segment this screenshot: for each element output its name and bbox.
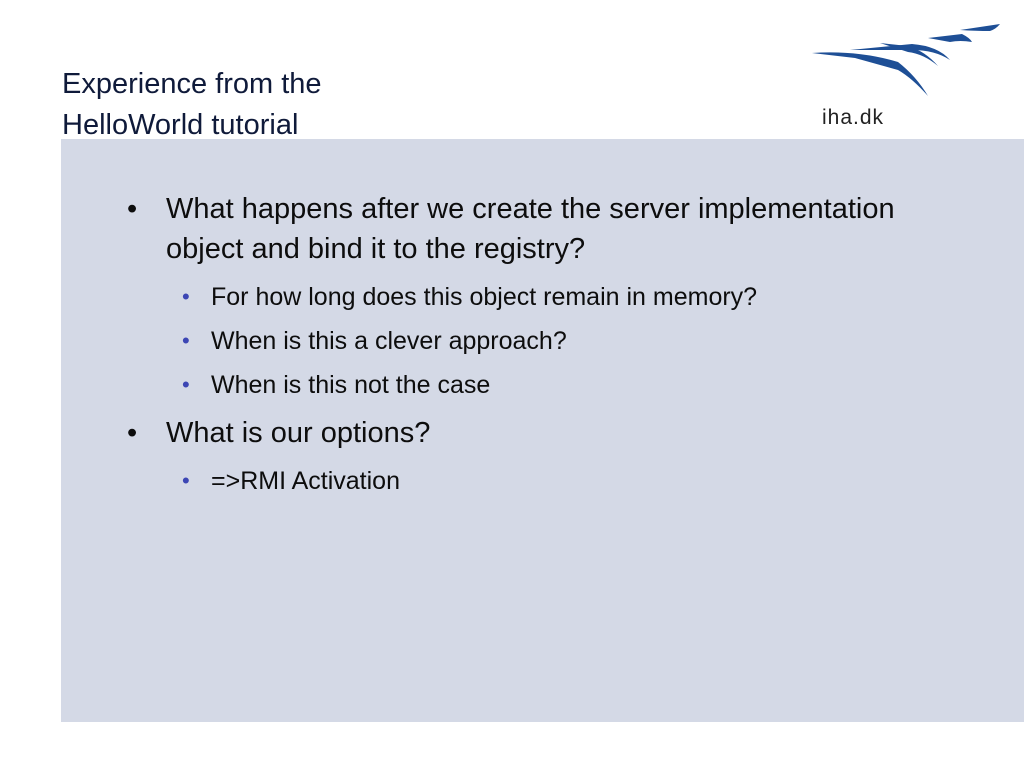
sub-bullet-text: When is this a clever approach? [211, 327, 567, 355]
iha-logo: iha.dk [810, 20, 1010, 135]
sub-bullet-dot-icon: • [182, 284, 190, 309]
sub-bullet-item: • For how long does this object remain i… [166, 275, 1024, 319]
bullet-item: • What happens after we create the serve… [61, 189, 1024, 407]
slide-title: Experience from the HelloWorld tutorial [62, 64, 482, 146]
sub-bullet-list: • =>RMI Activation [166, 459, 1024, 503]
slide-title-line-1: Experience from the [62, 68, 322, 100]
sub-bullet-text: For how long does this object remain in … [211, 283, 758, 311]
bullet-dot-icon: • [127, 193, 138, 225]
sub-bullet-dot-icon: • [182, 372, 190, 397]
bullet-dot-icon: • [127, 417, 138, 449]
sub-bullet-list: • For how long does this object remain i… [166, 275, 1024, 407]
sub-bullet-dot-icon: • [182, 328, 190, 353]
sub-bullet-text: =>RMI Activation [211, 467, 400, 495]
swoosh-logo-icon [812, 24, 1000, 96]
sub-bullet-item: • When is this not the case [166, 363, 1024, 407]
bullet-text: What is our options? [166, 417, 431, 449]
logo-text: iha.dk [822, 106, 885, 129]
sub-bullet-item: • When is this a clever approach? [166, 319, 1024, 363]
sub-bullet-text: When is this not the case [211, 371, 491, 399]
bullet-item: • What is our options? • =>RMI Activatio… [61, 413, 1024, 503]
content-panel: • What happens after we create the serve… [61, 139, 1024, 722]
sub-bullet-item: • =>RMI Activation [166, 459, 1024, 503]
slide-title-line-2: HelloWorld tutorial [62, 109, 299, 141]
sub-bullet-dot-icon: • [182, 468, 190, 493]
bullet-list: • What happens after we create the serve… [61, 189, 1024, 509]
bullet-text: What happens after we create the server … [166, 193, 895, 265]
